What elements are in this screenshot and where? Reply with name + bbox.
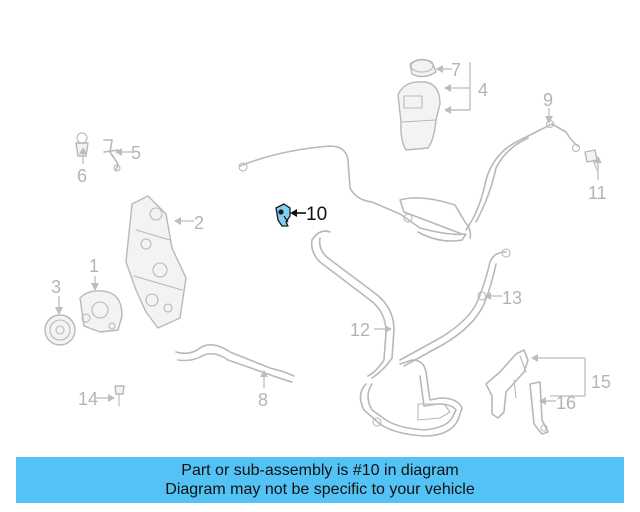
banner-line-disclaimer: Diagram may not be specific to your vehi…	[165, 481, 475, 498]
callout-10: 10	[306, 204, 327, 225]
parts-diagram: 7 4 9 11 6 5	[44, 58, 611, 437]
part-5-bracket	[103, 139, 121, 172]
callout-6: 6	[77, 166, 87, 186]
part-14-bolt	[114, 385, 125, 407]
callout-14: 14	[78, 389, 98, 409]
part-12-return-line	[310, 230, 463, 437]
callout-8: 8	[258, 390, 268, 410]
callout-9: 9	[543, 90, 553, 110]
part-9-pressure-hose	[238, 119, 581, 242]
callout-13: 13	[502, 288, 522, 308]
part-15-bracket	[485, 349, 529, 419]
part-2-pump-bracket	[125, 195, 187, 329]
part-info-banner: Part or sub-assembly is #10 in diagram D…	[16, 457, 624, 503]
part-10-hose-clamp-highlighted	[275, 203, 291, 227]
part-3-pulley	[44, 314, 76, 346]
part-16-bracket	[529, 381, 549, 435]
callout-11: 11	[588, 183, 607, 203]
banner-line-part-number: Part or sub-assembly is #10 in diagram	[181, 462, 459, 479]
callout-4: 4	[478, 80, 488, 100]
callout-2: 2	[194, 213, 204, 233]
callout-5: 5	[131, 143, 141, 163]
callout-12: 12	[350, 320, 370, 340]
part-8-return-hose	[175, 344, 295, 383]
part-7-reservoir-cap	[409, 58, 437, 78]
callout-7: 7	[451, 60, 461, 80]
callout-3: 3	[51, 277, 61, 297]
callout-1: 1	[89, 256, 99, 276]
part-1-power-steering-pump	[79, 290, 123, 333]
callout-15: 15	[591, 372, 611, 392]
part-11-bolt	[584, 149, 598, 171]
callout-16: 16	[556, 393, 576, 413]
part-13-pressure-line	[399, 248, 511, 367]
part-4-reservoir-tank	[397, 81, 441, 151]
